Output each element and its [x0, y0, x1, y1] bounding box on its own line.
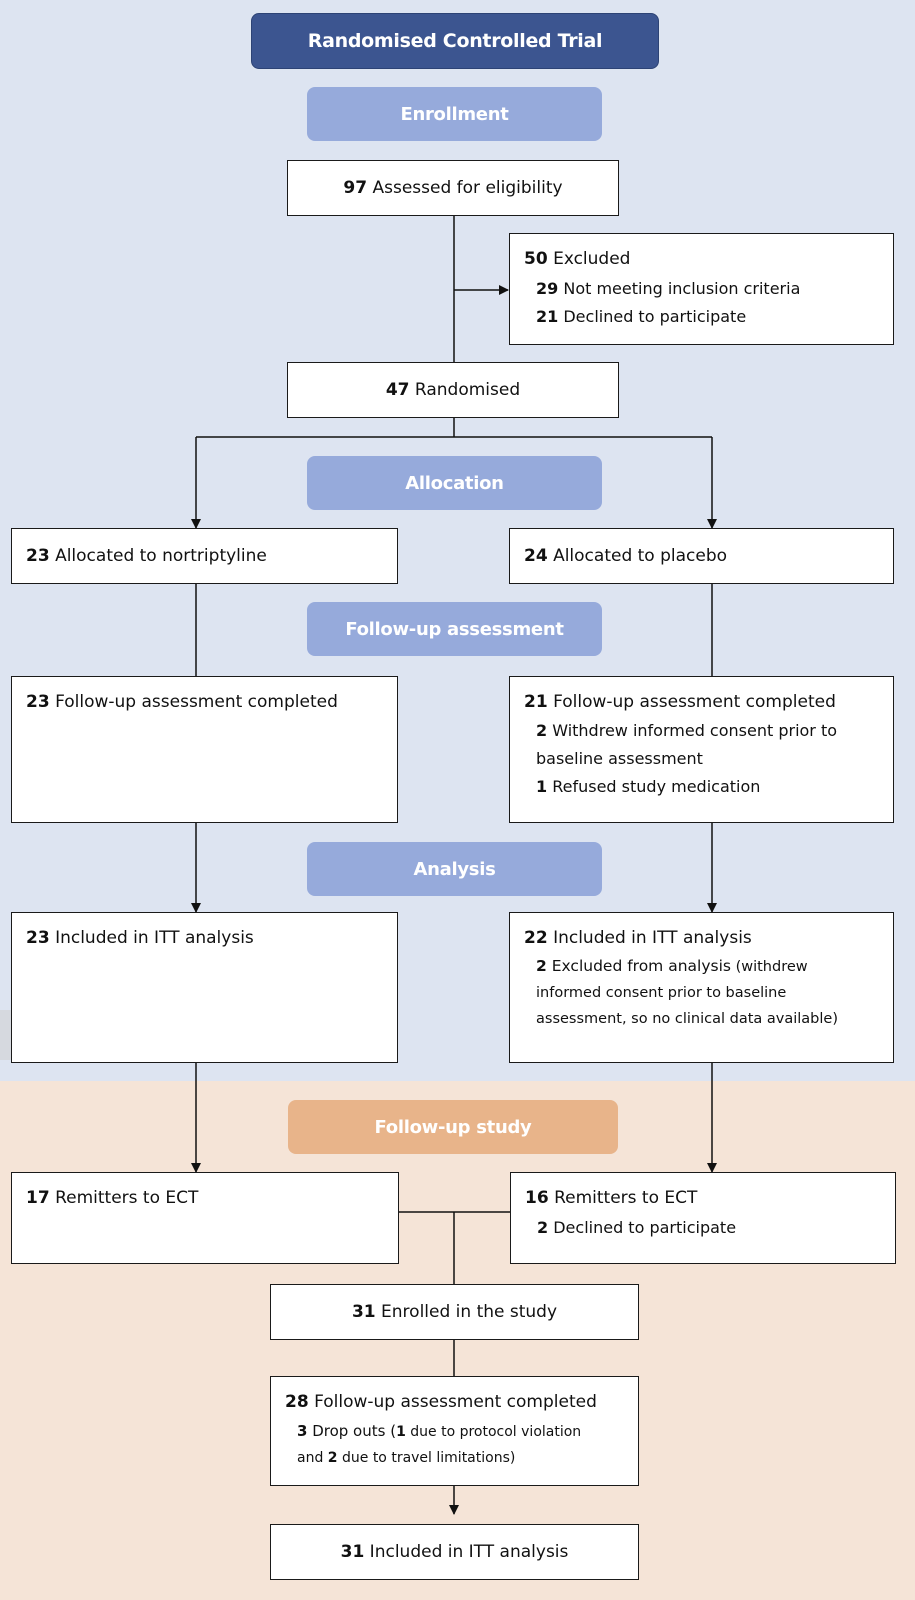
box-followup-placebo: 21 Follow-up assessment completed 2 With…	[509, 676, 894, 823]
count: 29	[536, 279, 559, 298]
count: 28	[285, 1392, 309, 1412]
box-itt-nortriptyline: 23 Included in ITT analysis	[11, 912, 398, 1063]
count: 2	[327, 1450, 338, 1466]
label-continued: baseline assessment	[536, 749, 703, 768]
trial-title: Randomised Controlled Trial	[251, 13, 659, 69]
label: Refused study medication	[547, 777, 761, 796]
count: 31	[340, 1542, 365, 1562]
count: 97	[343, 178, 368, 198]
label: Included in ITT analysis	[547, 928, 752, 948]
count: 21	[536, 307, 559, 326]
box-assessed-for-eligibility: 97 Assessed for eligibility	[287, 160, 619, 216]
label: Randomised	[409, 380, 521, 400]
label: Assessed for eligibility	[367, 178, 563, 198]
label: Allocated to nortriptyline	[49, 546, 267, 566]
box-remitters-placebo: 16 Remitters to ECT 2 Declined to partic…	[510, 1172, 896, 1264]
label: Follow-up assessment completed	[547, 692, 836, 712]
label: due to protocol violation	[405, 1424, 582, 1440]
box-itt-placebo: 22 Included in ITT analysis 2 Excluded f…	[509, 912, 894, 1063]
box-excluded: 50 Excluded 29 Not meeting inclusion cri…	[509, 233, 894, 345]
box-followup-study-completed: 28 Follow-up assessment completed 3 Drop…	[270, 1376, 639, 1486]
stage-label-allocation: Allocation	[307, 456, 602, 510]
count: 23	[26, 928, 50, 948]
label-paren: (withdrew	[730, 959, 808, 975]
count: 50	[524, 249, 548, 269]
box-randomised: 47 Randomised	[287, 362, 619, 418]
label-line3: assessment, so no clinical data availabl…	[536, 1011, 838, 1027]
stage-label-follow-up-study: Follow-up study	[288, 1100, 618, 1154]
label: Follow-up assessment completed	[49, 692, 338, 712]
stage-label-analysis: Analysis	[307, 842, 602, 896]
label: Remitters to ECT	[548, 1188, 698, 1208]
label: due to travel limitations)	[337, 1450, 516, 1466]
label: Excluded from analysis	[546, 957, 731, 975]
label: Included in ITT analysis	[49, 928, 254, 948]
count: 21	[524, 692, 548, 712]
count: 24	[524, 546, 548, 566]
count: 2	[536, 721, 548, 740]
count: 17	[26, 1188, 50, 1208]
follow-up-study-section-background	[0, 1081, 915, 1600]
box-enrolled-in-study: 31 Enrolled in the study	[270, 1284, 639, 1340]
stage-label-follow-up-assessment: Follow-up assessment	[307, 602, 602, 656]
label: Withdrew informed consent prior to	[547, 721, 838, 740]
count: 1	[536, 777, 548, 796]
count: 23	[26, 546, 50, 566]
label: Drop outs (	[307, 1422, 397, 1440]
count: 47	[385, 380, 410, 400]
box-final-itt-analysis: 31 Included in ITT analysis	[270, 1524, 639, 1580]
count: 1	[396, 1424, 406, 1440]
box-remitters-nortriptyline: 17 Remitters to ECT	[11, 1172, 399, 1264]
label: Declined to participate	[548, 1218, 737, 1237]
label: Allocated to placebo	[547, 546, 728, 566]
box-allocated-placebo: 24 Allocated to placebo	[509, 528, 894, 584]
label: Follow-up assessment completed	[308, 1392, 597, 1412]
box-followup-nortriptyline: 23 Follow-up assessment completed	[11, 676, 398, 823]
stage-label-enrollment: Enrollment	[307, 87, 602, 141]
count: 3	[297, 1422, 308, 1440]
label-line2: informed consent prior to baseline	[536, 985, 787, 1001]
label: Excluded	[547, 249, 631, 269]
count: 31	[351, 1302, 376, 1322]
label: and	[297, 1450, 328, 1466]
count: 2	[537, 1218, 549, 1237]
label: Enrolled in the study	[375, 1302, 558, 1322]
label: Included in ITT analysis	[364, 1542, 569, 1562]
count: 22	[524, 928, 548, 948]
count: 2	[536, 957, 547, 975]
label: Not meeting inclusion criteria	[558, 279, 801, 298]
label: Declined to participate	[558, 307, 747, 326]
box-allocated-nortriptyline: 23 Allocated to nortriptyline	[11, 528, 398, 584]
label: Remitters to ECT	[49, 1188, 199, 1208]
count: 23	[26, 692, 50, 712]
count: 16	[525, 1188, 549, 1208]
